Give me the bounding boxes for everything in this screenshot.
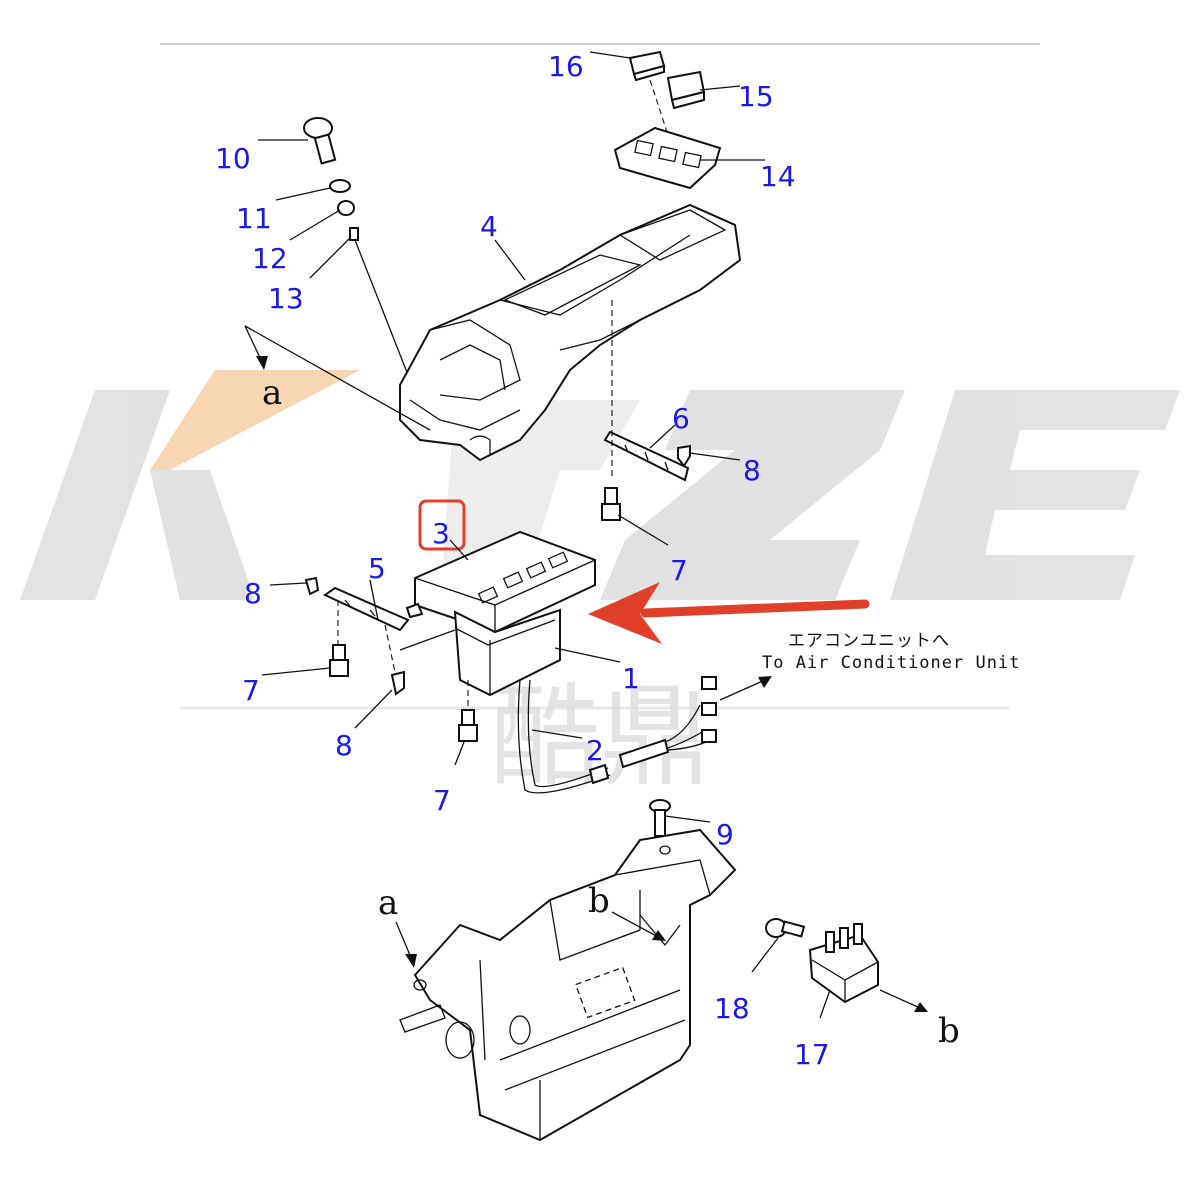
callout-8-right: 8 xyxy=(743,454,761,487)
watermark-k-stem xyxy=(20,390,170,600)
harness-2 xyxy=(517,676,717,794)
arrow-a-bottom-line xyxy=(395,921,413,961)
leader-lines xyxy=(258,51,831,1019)
watermark-k-leg xyxy=(150,470,255,600)
callout-7-left: 7 xyxy=(242,674,260,707)
ref-a-top: a xyxy=(262,373,282,413)
arrow-b-mid-line xyxy=(611,911,661,939)
base-box-1 xyxy=(453,608,561,697)
callout-7-upper: 7 xyxy=(670,554,688,587)
bracket-5 xyxy=(323,586,410,632)
bolt-9 xyxy=(649,799,671,837)
callout-8-left-top: 8 xyxy=(244,577,262,610)
washer-11 xyxy=(329,179,351,193)
bolt-7-lower xyxy=(458,709,478,742)
callout-3: 3 xyxy=(432,517,450,550)
console-cover-4 xyxy=(399,203,742,462)
watermark-k-orange xyxy=(150,370,360,470)
highlight-box xyxy=(418,499,466,551)
tab-3-left xyxy=(405,602,424,619)
callout-16: 16 xyxy=(548,50,584,83)
callout-2: 2 xyxy=(586,734,604,767)
bracket-6 xyxy=(603,430,690,482)
annotation-japanese: エアコンユニットへ xyxy=(788,631,950,651)
arrow-a-bottom-head xyxy=(405,954,417,968)
ac-arrow-line xyxy=(719,679,766,701)
ref-a-bottom: a xyxy=(378,883,398,923)
callout-14: 14 xyxy=(760,160,796,193)
callout-9: 9 xyxy=(716,818,734,851)
leader-15-16-dash xyxy=(649,79,669,136)
arrow-b-right-head xyxy=(914,1002,928,1012)
clip-8-right xyxy=(677,444,691,468)
connector-line xyxy=(399,629,456,651)
reference-letters: a a b b xyxy=(262,373,960,1051)
clip-8-left-top xyxy=(304,576,320,596)
leader-5b-dash xyxy=(384,624,396,673)
ref-b-right: b xyxy=(938,1011,960,1051)
callout-15: 15 xyxy=(738,80,774,113)
nut-12 xyxy=(337,200,355,216)
callout-13: 13 xyxy=(268,282,304,315)
callout-8-left-bottom: 8 xyxy=(335,729,353,762)
callout-18: 18 xyxy=(714,992,750,1025)
arrow-b-right-line xyxy=(879,989,921,1009)
switch-15 xyxy=(666,70,706,110)
callout-10: 10 xyxy=(215,142,251,175)
clip-8-left-bottom xyxy=(390,670,405,696)
watermark-z xyxy=(600,390,905,600)
rod-13 xyxy=(354,239,411,381)
arrow-b-mid-head xyxy=(652,930,666,941)
ac-arrow-head xyxy=(758,676,772,688)
watermark-e xyxy=(890,390,1180,600)
callout-6: 6 xyxy=(672,402,690,435)
red-arrow xyxy=(588,582,870,644)
callout-12: 12 xyxy=(252,242,288,275)
lower-frame xyxy=(399,828,737,1142)
annotation-english: To Air Conditioner Unit xyxy=(762,653,1020,673)
panel-14 xyxy=(613,126,722,190)
callout-1: 1 xyxy=(622,662,640,695)
bolt-7-left xyxy=(329,644,349,677)
bolt-18 xyxy=(765,918,806,938)
callout-numbers: 16 15 14 10 11 12 13 4 6 8 3 7 5 8 1 7 2… xyxy=(215,50,830,1071)
callout-5: 5 xyxy=(368,552,386,585)
callout-11: 11 xyxy=(236,202,272,235)
arrow-a-top-head xyxy=(256,356,268,370)
knob-10 xyxy=(303,117,337,165)
pin-13 xyxy=(349,227,359,241)
switch-16 xyxy=(628,50,666,82)
callout-4: 4 xyxy=(480,210,498,243)
ref-b-mid: b xyxy=(588,881,610,921)
leader-a-top-diag xyxy=(244,325,431,431)
callout-17: 17 xyxy=(794,1038,830,1071)
bolt-7-upper xyxy=(601,487,621,521)
relay-17 xyxy=(808,923,879,1004)
callout-7-lower: 7 xyxy=(433,784,451,817)
